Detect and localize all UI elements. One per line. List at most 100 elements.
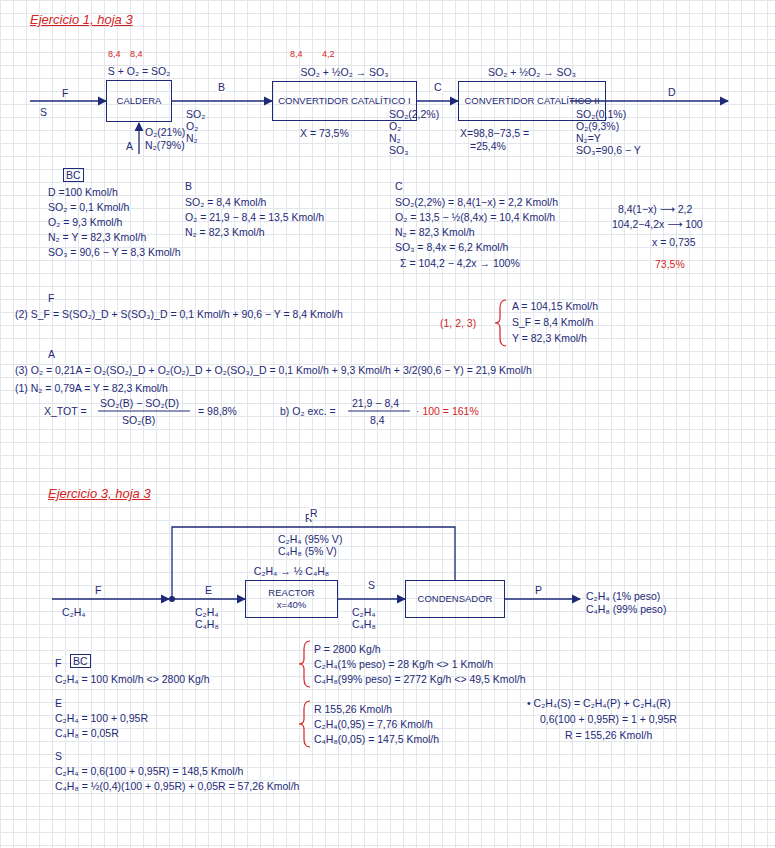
- basis-tag: BC: [70, 654, 91, 668]
- calc-line: A = 104,15 Kmol/h: [512, 300, 598, 312]
- process-box: REACTORx=40%C₂H₄ → ½ C₄H₈: [245, 580, 338, 618]
- calc-line: C: [395, 180, 403, 192]
- calc-line: O₂ = 13,5 − ½(8,4x) = 10,4 Kmol/h: [395, 211, 555, 223]
- fraction-bar: [348, 411, 410, 412]
- stream-label: SO₃: [389, 144, 408, 156]
- box-label: x=40%: [277, 599, 306, 611]
- feed-line: [52, 598, 169, 599]
- calc-line: C₂H₄(1% peso) = 28 Kg/h <> 1 Kmol/h: [314, 658, 493, 670]
- calc-line: O₂ = 21,9 − 8,4 = 13,5 Kmol/h: [185, 211, 324, 223]
- stream-label: F: [95, 584, 101, 596]
- basis-tag: BC: [63, 168, 84, 182]
- air-line: [138, 123, 139, 154]
- calc-line: N₂ = 82,3 Kmol/h: [395, 226, 475, 238]
- stream-label: SO₂(2,2%): [389, 108, 439, 120]
- stream-label: C₄H₈ (99% peso): [586, 603, 666, 615]
- calc-line: (2) S_F = S(SO₂)_D + S(SO₃)_D = 0,1 Kmol…: [15, 308, 343, 320]
- calc-line: E: [55, 697, 62, 709]
- calc-line: N₂ = Y = 82,3 Kmol/h: [48, 231, 146, 243]
- calc-line: C₂H₄ = 100 Kmol/h <> 2800 Kg/h: [55, 673, 210, 685]
- calc-line: C₄H₈(0,05) = 147,5 Kmol/h: [314, 733, 439, 745]
- calc-line: 104,2−4,2x ⟶ 100: [612, 218, 703, 230]
- calc-line: SO₂ = 0,1 Kmol/h: [48, 201, 129, 213]
- calc-line: 73,5%: [655, 258, 685, 270]
- stream-arrow: [417, 100, 458, 101]
- calc-line: SO₃ = 90,6 − Y = 8,3 Kmol/h: [48, 246, 181, 258]
- box-body: REACTORx=40%: [246, 581, 337, 617]
- calc-line: • C₂H₄(S) = C₂H₄(P) + C₂H₄(R): [527, 697, 671, 709]
- stream-label: C₄H₈ (5% V): [278, 545, 337, 557]
- section-heading: Ejercicio 3, hoja 3: [48, 486, 151, 502]
- calc-line: (1) N₂ = 0,79A = Y = 82,3 Kmol/h: [15, 382, 168, 394]
- brace: [299, 701, 310, 747]
- calc-line: SO₂(B): [122, 414, 155, 426]
- stream-label: 8,4: [290, 48, 303, 60]
- stream-label: C₂H₄: [352, 606, 376, 618]
- calc-line: 8,4: [370, 414, 385, 426]
- calc-line: P = 2800 Kg/h: [314, 643, 381, 655]
- stream-label: C₄H₈: [195, 618, 219, 630]
- reaction-equation: SO₂ + ½O₂ → SO₃: [488, 66, 576, 78]
- reaction-equation: S + O₂ = SO₂: [108, 65, 170, 77]
- stream-name: B: [217, 81, 226, 93]
- stream-arrow: [172, 100, 272, 101]
- calc-line: C₂H₄ = 0,6(100 + 0,95R) = 148,5 Kmol/h: [55, 765, 243, 777]
- process-box: CONDENSADOR: [405, 580, 505, 618]
- stream-label: 8,4: [130, 48, 143, 60]
- feed-line: [30, 100, 106, 101]
- stream-label: N₂: [186, 132, 198, 144]
- stream-label: C₄H₈: [352, 618, 376, 630]
- box-body: CONDENSADOR: [406, 581, 504, 617]
- stream-label: 4,2: [322, 48, 335, 60]
- stream-label: C₂H₄: [62, 606, 86, 618]
- box-label: CONDENSADOR: [418, 593, 493, 605]
- calc-line: SO₃ = 8,4x = 6,2 Kmol/h: [395, 241, 508, 253]
- stream-name: C: [433, 81, 443, 93]
- stream-name: R: [309, 507, 319, 519]
- stream-label: P: [535, 584, 542, 596]
- stream-label: =25,4%: [470, 140, 506, 152]
- calc-line: SO₂ = 8,4 Kmol/h: [185, 196, 266, 208]
- calc-line: S: [55, 750, 62, 762]
- calc-line: F: [55, 657, 61, 669]
- stream-label: F: [62, 87, 68, 99]
- calc-line: D =100 Kmol/h: [48, 186, 118, 198]
- reaction-equation: SO₂ + ½O₂ → SO₃: [301, 66, 389, 78]
- calc-line: b) O₂ exc. =: [280, 405, 336, 417]
- calc-line: Σ = 104,2 − 4,2x → 100%: [400, 257, 520, 269]
- brace: [299, 641, 310, 687]
- stream-label: D: [668, 86, 676, 98]
- stream-arrow: [172, 527, 455, 599]
- calc-line: SO₂(B) − SO₂(D): [100, 397, 179, 409]
- stream-label: O₂(9,3%): [576, 120, 619, 132]
- box-body: CALDERA: [107, 81, 171, 121]
- stream-label: 8,4: [108, 48, 121, 60]
- stream-label: C₂H₄ (1% peso): [586, 590, 660, 602]
- calc-line: 21,9 − 8,4: [352, 397, 399, 409]
- stream-label: O₂: [186, 120, 198, 132]
- calc-line: S_F = 8,4 Kmol/h: [512, 316, 593, 328]
- calc-line: x = 0,735: [652, 236, 696, 248]
- calc-line: = 98,8%: [198, 405, 237, 417]
- box-label: CONVERTIDOR CATALÍTICO II: [464, 95, 599, 107]
- brace: [495, 300, 506, 346]
- stream-label: SO₃=90,6 − Y: [576, 144, 641, 156]
- calc-line: N₂ = 82,3 Kmol/h: [185, 226, 265, 238]
- box-label: REACTOR: [268, 587, 314, 599]
- stream-name: S: [367, 579, 376, 591]
- fraction-bar: [98, 411, 190, 412]
- stream-label: E: [205, 584, 212, 596]
- stream-label: SO₂: [186, 108, 205, 120]
- stream-label: C₂H₄: [195, 606, 219, 618]
- stream-label: O₂: [389, 120, 401, 132]
- stream-label: N₂(79%): [145, 139, 185, 151]
- calc-line: O₂ = 9,3 Kmol/h: [48, 216, 122, 228]
- calc-line: A: [48, 348, 55, 360]
- stream-label: N₂=Y: [576, 132, 601, 144]
- box-label: CALDERA: [117, 95, 162, 107]
- stream-label: O₂(21%): [145, 126, 185, 138]
- page-title: Ejercicio 1, hoja 3: [30, 12, 133, 28]
- calc-line: Y = 82,3 Kmol/h: [512, 332, 587, 344]
- calc-line: C₄H₈ = 0,05R: [55, 727, 119, 739]
